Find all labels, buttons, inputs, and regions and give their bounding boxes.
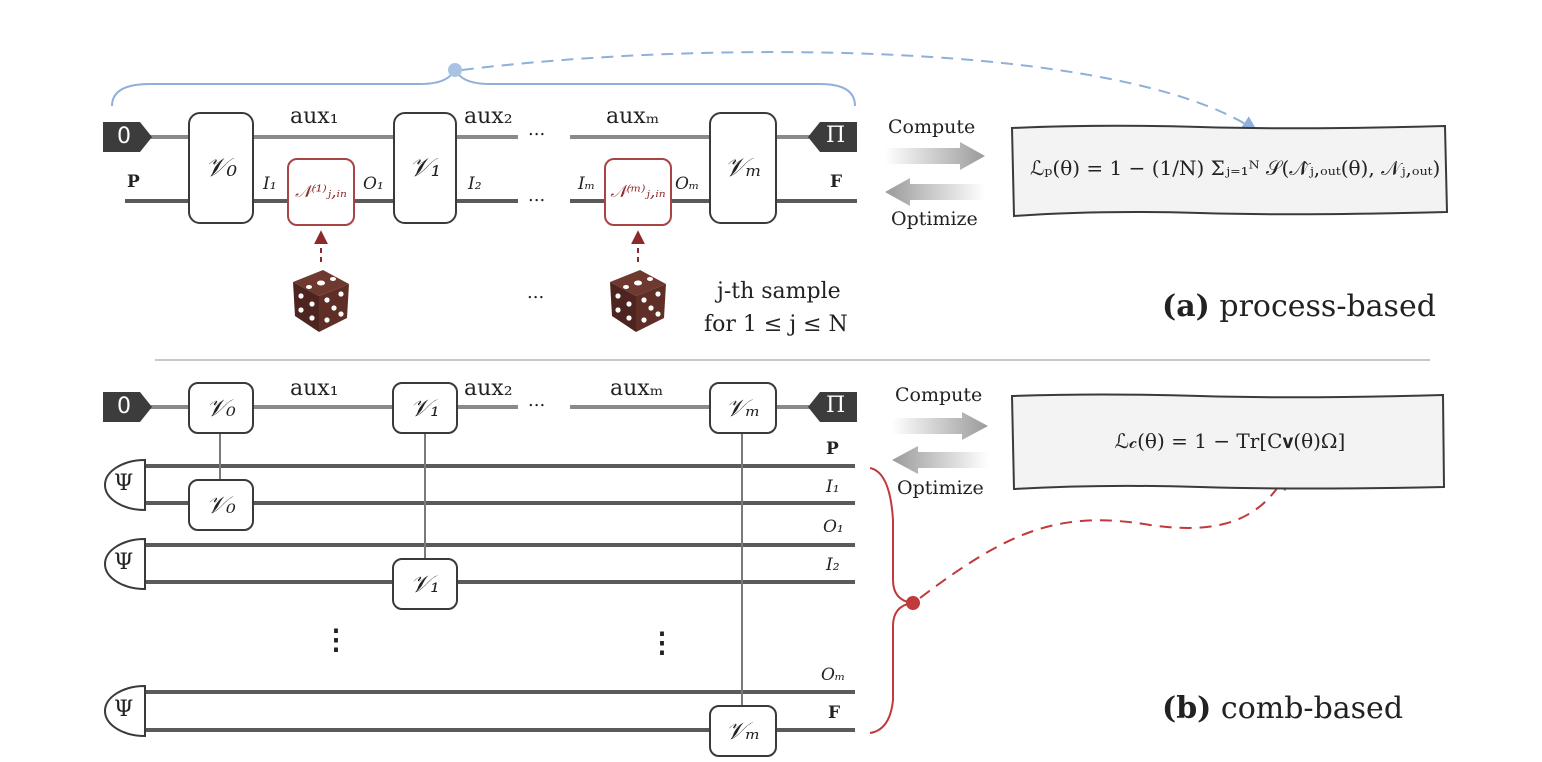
- system-wires-b: [145, 464, 855, 732]
- loss-box-a-frame: [1010, 124, 1449, 218]
- wire-label-om: Oₘ: [821, 665, 846, 685]
- gate-v1-a: 𝒱₁: [393, 112, 457, 224]
- dashed-arrow-blue: [461, 51, 1258, 132]
- gate-vm-a: 𝒱ₘ: [709, 112, 777, 224]
- optimize-label-a: Optimize: [891, 208, 978, 230]
- aux-label-a-2: aux₂: [464, 104, 513, 129]
- ellipsis-b-top: ...: [528, 390, 546, 411]
- compute-label-a: Compute: [888, 116, 976, 138]
- caption-a-text: process-based: [1219, 289, 1436, 324]
- ellipsis-a-bottom: ...: [528, 185, 546, 206]
- caption-b-tag: (b): [1162, 691, 1212, 726]
- caption-b-text: comb-based: [1220, 691, 1404, 726]
- dashed-arrow-red: [919, 473, 1287, 599]
- end-label-a: Π: [826, 123, 846, 148]
- optimize-arrow-a: [885, 178, 985, 206]
- vdots-left: ⋮: [322, 623, 350, 656]
- dice-icon-1: [293, 270, 349, 332]
- wire-label-p: P: [826, 439, 839, 459]
- wire-label-f: F: [828, 703, 841, 723]
- compute-arrow-a: [885, 142, 985, 170]
- gate-vm-b-bottom: 𝒱ₘ: [709, 705, 777, 757]
- ellipsis-a-dice: ...: [527, 282, 545, 303]
- gate-v1-b-bottom-label: 𝒱₁: [410, 570, 440, 598]
- aux-label-a-m: auxₘ: [606, 104, 660, 129]
- gate-v0-a-label: 𝒱₀: [204, 152, 238, 183]
- left-label-p: P: [127, 172, 140, 192]
- channel-box-1: 𝒩⁽¹⁾ⱼ,ᵢₙ: [287, 158, 355, 226]
- sample-text-line2: for 1 ≤ j ≤ N: [704, 312, 848, 337]
- psi-label-3: Ψ: [114, 697, 134, 722]
- caption-a-tag: (a): [1162, 289, 1210, 324]
- ellipsis-a-top: ...: [528, 119, 546, 140]
- right-label-f: F: [830, 172, 843, 192]
- gate-v0-b-bottom: 𝒱₀: [188, 479, 254, 531]
- aux-label-b-1: aux₁: [290, 376, 339, 401]
- compute-label-b: Compute: [895, 384, 983, 406]
- input-label-im: Iₘ: [578, 174, 596, 194]
- optimize-arrow-b: [892, 446, 988, 474]
- sample-text-line1: j-th sample: [717, 279, 841, 304]
- compute-arrow-b: [892, 412, 988, 440]
- gate-v0-a: 𝒱₀: [188, 112, 254, 224]
- optimize-label-b: Optimize: [897, 477, 984, 499]
- wire-label-o1: O₁: [823, 517, 844, 537]
- gate-v0-b-bottom-label: 𝒱₀: [206, 491, 236, 519]
- wire-label-i1: I₁: [826, 477, 840, 497]
- psi-label-1: Ψ: [114, 471, 134, 496]
- output-label-om: Oₘ: [675, 174, 700, 194]
- output-label-o1: O₁: [363, 174, 384, 194]
- vdots-right: ⋮: [648, 626, 676, 659]
- aux-label-b-2: aux₂: [464, 376, 513, 401]
- gate-connectors-b: [219, 432, 743, 707]
- input-label-i2: I₂: [468, 174, 482, 194]
- caption-a: (a) process-based: [1162, 292, 1436, 322]
- gate-v1-b-bottom: 𝒱₁: [392, 558, 458, 610]
- start-label-a: 0: [117, 124, 131, 149]
- psi-label-2: Ψ: [114, 550, 134, 575]
- end-tag-a: [808, 122, 857, 152]
- gate-vm-b-top-label: 𝒱ₘ: [725, 394, 761, 422]
- gate-v1-a-label: 𝒱₁: [408, 152, 442, 183]
- brace-a-dot: [448, 63, 462, 77]
- channel-label-m: 𝒩⁽ᵐ⁾ⱼ,ᵢₙ: [610, 182, 666, 202]
- loss-formula-b: ℒ𝒸(θ) = 1 − Tr[C𝐯(θ)Ω]: [1114, 429, 1346, 453]
- end-tag-b: [808, 392, 857, 422]
- aux-label-b-m: auxₘ: [610, 376, 664, 401]
- psi-state-shapes: [104, 458, 146, 738]
- gate-vm-b-bottom-label: 𝒱ₘ: [725, 717, 761, 745]
- wire-label-i2: I₂: [826, 555, 840, 575]
- end-label-b: Π: [826, 393, 846, 418]
- gate-v0-b-top-label: 𝒱₀: [206, 394, 236, 422]
- gate-v0-b-top: 𝒱₀: [188, 382, 254, 434]
- channel-label-1: 𝒩⁽¹⁾ⱼ,ᵢₙ: [295, 182, 347, 202]
- gate-v1-b-top-label: 𝒱₁: [410, 394, 440, 422]
- start-tag-a: [103, 122, 152, 152]
- dice-icon-m: [610, 270, 666, 332]
- input-label-i1: I₁: [263, 174, 277, 194]
- gate-v1-b-top: 𝒱₁: [392, 382, 458, 434]
- brace-b-dot: [906, 596, 920, 610]
- gate-vm-a-label: 𝒱ₘ: [724, 152, 762, 183]
- channel-box-m: 𝒩⁽ᵐ⁾ⱼ,ᵢₙ: [604, 158, 672, 226]
- start-label-b: 0: [117, 394, 131, 419]
- caption-b: (b) comb-based: [1162, 694, 1403, 724]
- start-tag-b: [103, 392, 152, 422]
- aux-label-a-1: aux₁: [290, 104, 339, 129]
- loss-box-b-frame: [1010, 393, 1446, 491]
- gate-vm-b-top: 𝒱ₘ: [709, 382, 777, 434]
- loss-formula-a: ℒₚ(θ) = 1 − (1/N) Σⱼ₌₁ᴺ 𝒮(𝒩̂ⱼ,ₒᵤₜ(θ), 𝒩ⱼ…: [1030, 156, 1441, 180]
